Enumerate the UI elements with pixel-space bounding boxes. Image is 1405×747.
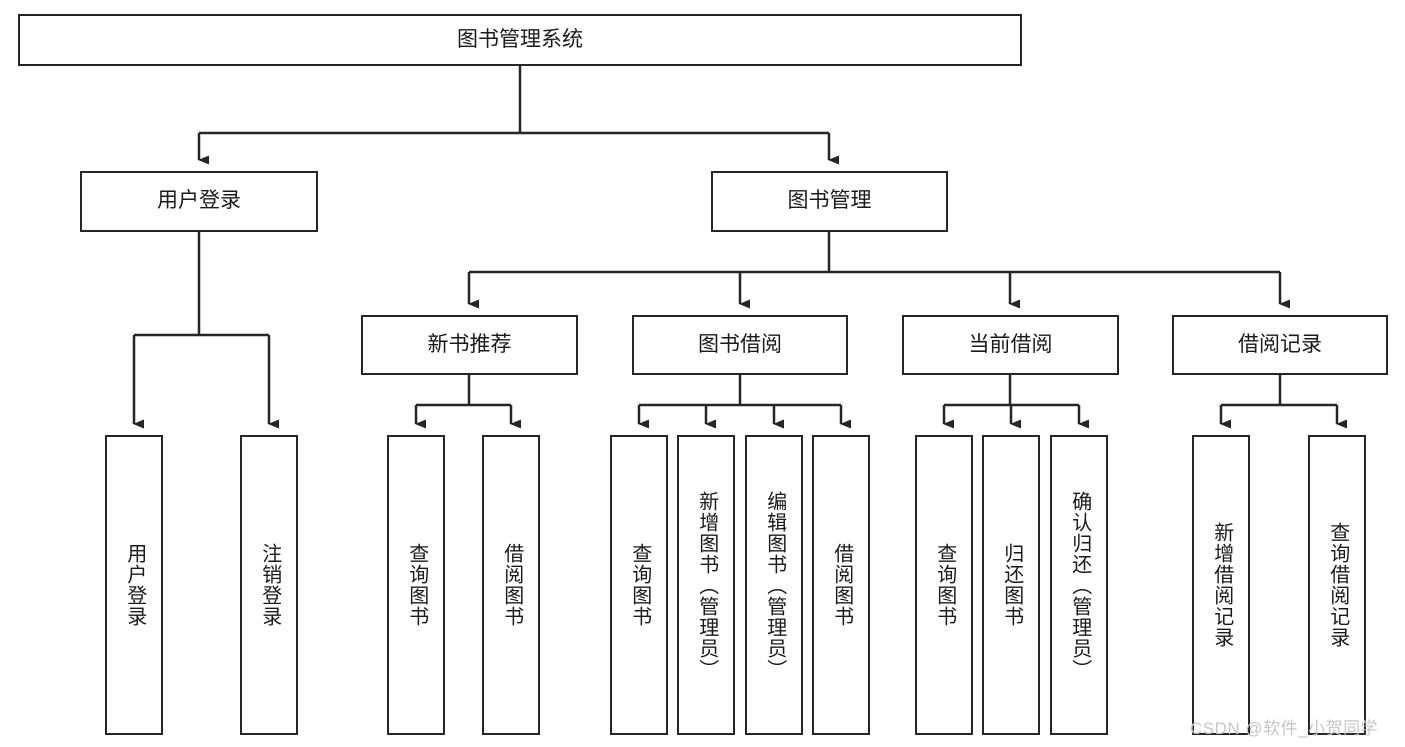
node-label: 用户登录 <box>157 189 241 213</box>
node-leaf-return-book[interactable]: 归还图书 <box>982 435 1040 735</box>
node-label: 查询图书 <box>628 543 651 627</box>
node-leaf-confirm-return[interactable]: 确认归还（管理员） <box>1050 435 1108 735</box>
node-leaf-borrow-book-2[interactable]: 借阅图书 <box>812 435 870 735</box>
node-leaf-user-login[interactable]: 用户登录 <box>105 435 163 735</box>
node-label: 图书管理系统 <box>457 27 583 51</box>
node-label: 查询图书 <box>933 543 956 627</box>
node-current-borrow[interactable]: 当前借阅 <box>902 315 1119 375</box>
node-label: 查询借阅记录 <box>1326 522 1349 648</box>
node-leaf-query-book-3[interactable]: 查询图书 <box>915 435 973 735</box>
node-leaf-add-book[interactable]: 新增图书（管理员） <box>677 435 735 735</box>
node-label: 图书管理 <box>787 189 872 213</box>
node-label: 新增借阅记录 <box>1210 522 1233 648</box>
node-leaf-query-book-2[interactable]: 查询图书 <box>610 435 668 735</box>
node-leaf-add-record[interactable]: 新增借阅记录 <box>1192 435 1250 735</box>
node-label: 确认归还（管理员） <box>1068 490 1091 680</box>
node-label: 编辑图书（管理员） <box>763 490 786 680</box>
node-label: 借阅记录 <box>1238 332 1322 356</box>
node-label: 新书推荐 <box>427 332 512 356</box>
node-leaf-edit-book[interactable]: 编辑图书（管理员） <box>745 435 803 735</box>
node-label: 图书借阅 <box>698 332 782 356</box>
node-leaf-query-record[interactable]: 查询借阅记录 <box>1308 435 1366 735</box>
node-label: 借阅图书 <box>830 543 853 627</box>
node-borrow-record[interactable]: 借阅记录 <box>1172 315 1388 375</box>
node-new-book-recommend[interactable]: 新书推荐 <box>361 315 578 375</box>
node-leaf-query-book-1[interactable]: 查询图书 <box>387 435 445 735</box>
node-book-borrow[interactable]: 图书借阅 <box>632 315 848 375</box>
node-label: 新增图书（管理员） <box>695 490 718 680</box>
tree-connectors <box>132 66 1347 429</box>
node-label: 用户登录 <box>123 543 146 627</box>
node-root[interactable]: 图书管理系统 <box>18 14 1022 66</box>
node-label: 查询图书 <box>405 543 428 627</box>
node-label: 借阅图书 <box>500 543 523 627</box>
node-label: 归还图书 <box>1000 543 1023 627</box>
node-label: 当前借阅 <box>968 332 1053 356</box>
node-leaf-borrow-book-1[interactable]: 借阅图书 <box>482 435 540 735</box>
node-label: 注销登录 <box>258 543 281 627</box>
node-user-login[interactable]: 用户登录 <box>80 171 318 232</box>
node-leaf-logout[interactable]: 注销登录 <box>240 435 298 735</box>
node-book-manage[interactable]: 图书管理 <box>711 171 948 232</box>
